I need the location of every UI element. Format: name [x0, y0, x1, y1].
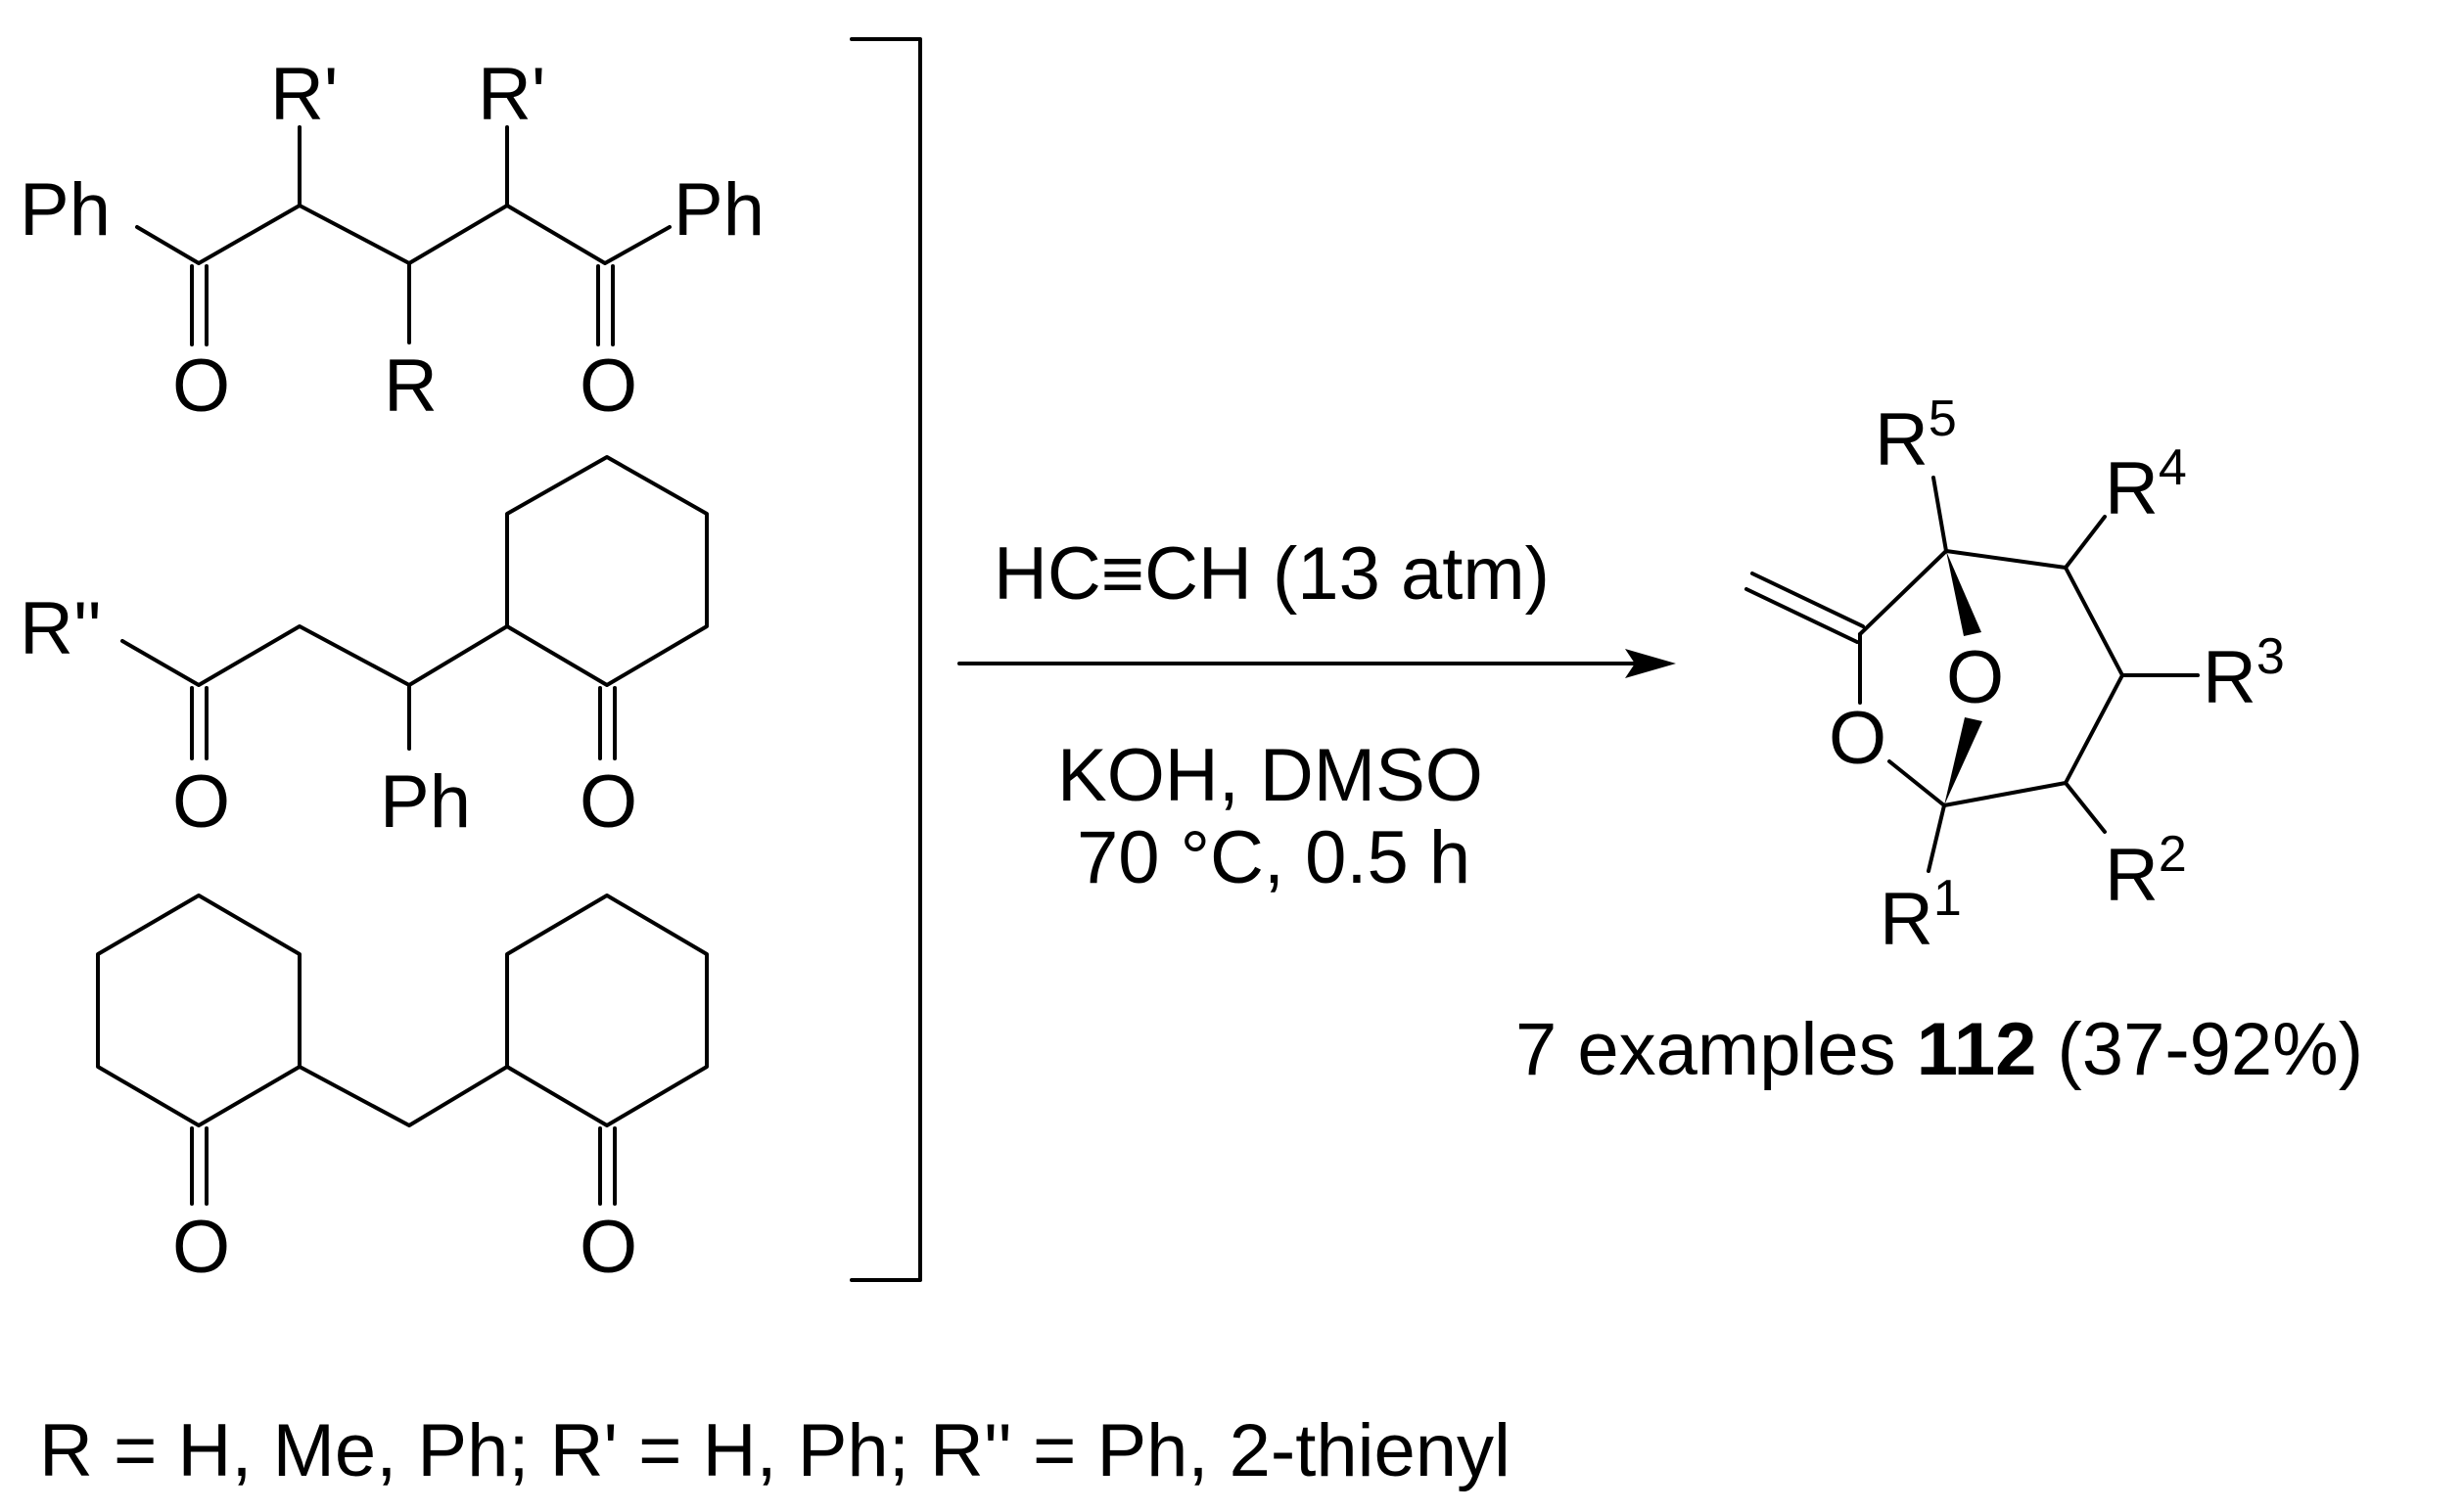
exocyclic-methylene-bond-b [1744, 587, 1859, 644]
cyclohexanone-ketone-structure: R'' O Ph O [20, 455, 709, 844]
upper-wedge-bond [1946, 551, 1981, 636]
right-cyclohexane-ring [505, 893, 709, 1127]
ketone-o-label: O [172, 760, 230, 844]
conditions-line2: 70 °C, 0.5 h [1077, 816, 1470, 899]
r-double-prime-label: R'' [20, 587, 102, 670]
ph-left-label: Ph [20, 168, 111, 252]
conditions-line1: KOH, DMSO [1057, 734, 1483, 817]
diketone-structure: Ph Ph R' R' R O O [20, 53, 765, 428]
reaction-arrow-head [1625, 649, 1676, 678]
bis-cyclohexanone-structure: O O [96, 893, 709, 1289]
chain-skeleton [120, 624, 509, 687]
o-right-label: O [580, 344, 637, 428]
ring-o-label: O [1829, 697, 1886, 780]
left-cyclohexane-ring [96, 893, 302, 1127]
diketone-skeleton [135, 204, 672, 265]
r2-bond [2064, 781, 2107, 834]
o-left-label: O [172, 344, 230, 428]
ring-o-to-c1-bond [1887, 759, 1946, 807]
r1-bond [1927, 803, 1946, 873]
r5-bond [1931, 476, 1948, 553]
bridge-o-label: O [1946, 636, 2004, 719]
r1-label: R1 [1880, 870, 1962, 961]
reagent-label: HC≡CH (13 atm) [994, 532, 1550, 616]
substituent-footnote: R = H, Me, Ph; R' = H, Ph; R'' = Ph, 2-t… [39, 1409, 1511, 1492]
right-o-label: O [580, 1206, 637, 1289]
r-prime-left-label: R' [270, 53, 338, 136]
ph-right-label: Ph [674, 168, 765, 252]
r5-label: R5 [1875, 390, 1957, 481]
r-center-label: R [384, 344, 438, 428]
r-prime-right-label: R' [478, 53, 545, 136]
methylene-bridge [298, 1065, 509, 1127]
r4-bond [2064, 515, 2107, 570]
product-ring-bonds [1858, 549, 2124, 807]
reaction-arrow-group: HC≡CH (13 atm) KOH, DMSO 70 °C, 0.5 h [957, 532, 1676, 899]
r2-label: R2 [2105, 826, 2187, 917]
lower-wedge-bond [1944, 717, 1982, 805]
cyclohexane-ring [505, 455, 709, 687]
product-structure: O O R5 R4 R3 R2 R1 [1744, 390, 2285, 961]
exocyclic-methylene-bond-a [1750, 572, 1865, 628]
product-yield-caption: 7 examples 112 (37-92%) [1515, 1008, 2363, 1091]
r4-label: R4 [2105, 439, 2187, 530]
ring-o-label: O [580, 760, 637, 844]
r3-label: R3 [2203, 628, 2285, 719]
left-o-label: O [172, 1206, 230, 1289]
ph-label: Ph [380, 760, 471, 844]
reactant-bracket [850, 37, 922, 1282]
